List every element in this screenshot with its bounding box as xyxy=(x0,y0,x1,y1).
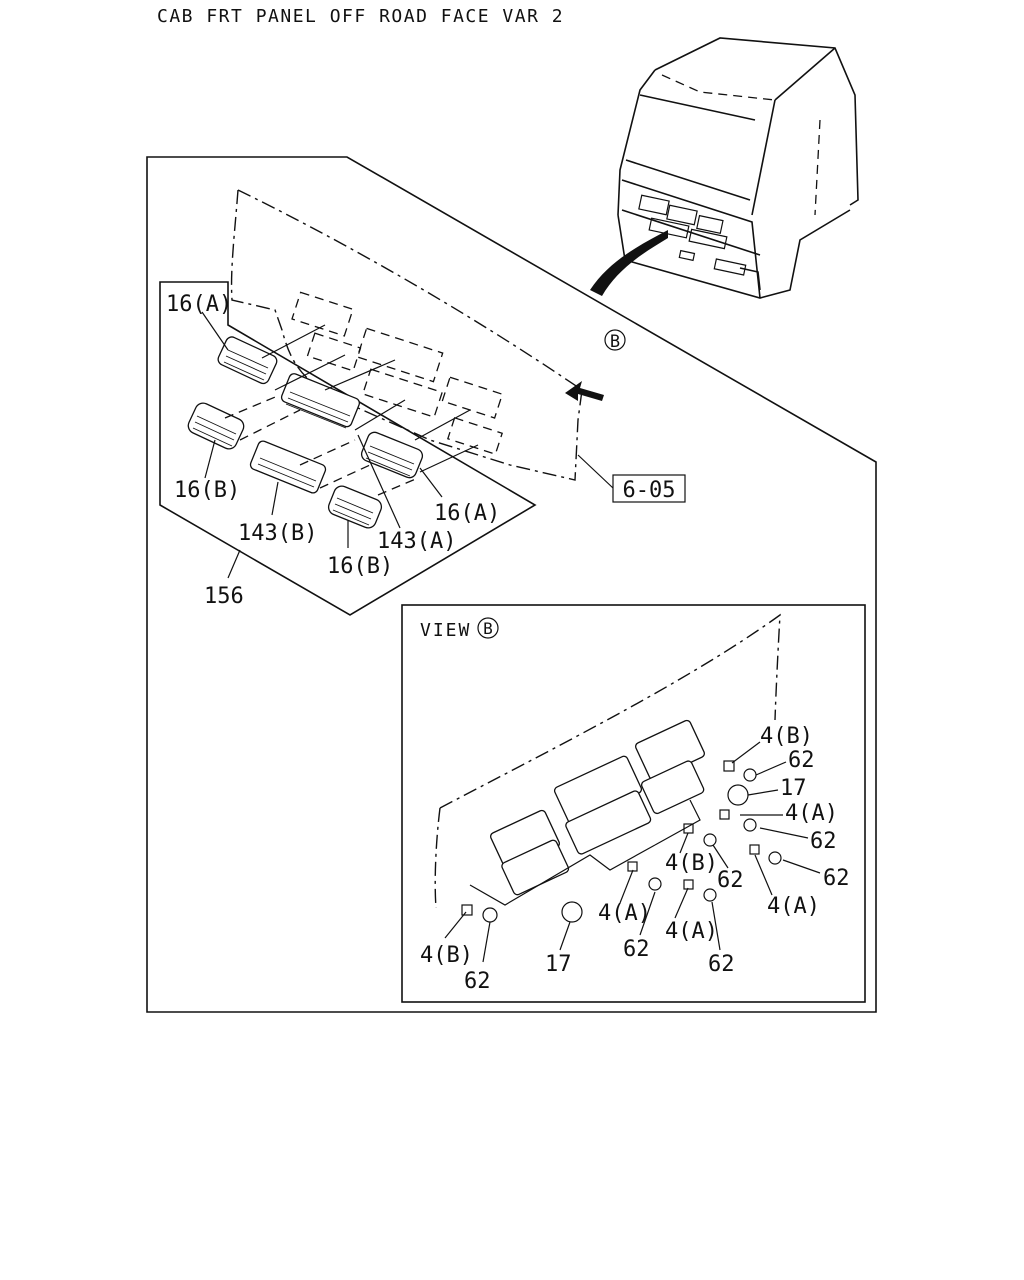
reference-label: 6-05 xyxy=(623,478,676,503)
callout-16b-bottom: 16(B) xyxy=(327,554,393,579)
view-callout-62-right: 62 xyxy=(810,829,837,854)
view-b-inset xyxy=(401,604,866,1003)
grille-16b-bottom xyxy=(327,485,383,529)
reference-box xyxy=(612,474,686,503)
view-callout-62-mid: 62 xyxy=(717,868,744,893)
callout-143b: 143(B) xyxy=(238,521,317,546)
view-callout-62-far-right: 62 xyxy=(823,866,850,891)
cab-illustration xyxy=(617,37,859,299)
diagram-title: CAB FRT PANEL OFF ROAD FACE VAR 2 xyxy=(157,6,564,27)
view-b-marker-circle xyxy=(604,329,626,351)
view-b-marker: B xyxy=(610,332,620,352)
view-b-leaders xyxy=(444,741,821,963)
view-callout-62-left: 62 xyxy=(464,969,491,994)
grille-16a-right xyxy=(360,431,424,479)
callout-156: 156 xyxy=(204,584,244,609)
view-callout-62-top: 62 xyxy=(788,748,815,773)
view-callout-4b-top: 4(B) xyxy=(760,724,813,749)
view-callout-62-bottom-right: 62 xyxy=(708,952,735,977)
main-leaders xyxy=(201,311,443,579)
view-b-title-marker: B xyxy=(483,619,493,638)
view-b-title: VIEW xyxy=(420,620,471,641)
front-panel-outline xyxy=(230,189,583,481)
callout-16a-right: 16(A) xyxy=(434,501,500,526)
callout-143a: 143(A) xyxy=(377,529,456,554)
grille-143a-top xyxy=(280,373,360,429)
view-b-arrow xyxy=(565,381,604,401)
view-callout-17-bottom: 17 xyxy=(545,952,572,977)
view-callout-4a-mid: 4(A) xyxy=(665,919,718,944)
kit-frame xyxy=(159,281,537,616)
callout-16b-left: 16(B) xyxy=(174,478,240,503)
grille-16b-left xyxy=(187,402,245,450)
view-callout-4a-right: 4(A) xyxy=(785,801,838,826)
projection-lines xyxy=(224,324,479,496)
view-callout-62-bottom-mid: 62 xyxy=(623,937,650,962)
callout-16a-top: 16(A) xyxy=(166,292,232,317)
reference-leader xyxy=(577,454,614,489)
view-callout-17-right: 17 xyxy=(780,776,807,801)
main-frame xyxy=(146,156,877,1013)
view-b-panel xyxy=(434,613,782,923)
view-callout-4a-mid-left: 4(A) xyxy=(598,901,651,926)
view-b-title-circle xyxy=(477,617,499,639)
view-callout-4b-mid: 4(B) xyxy=(665,851,718,876)
location-arrow xyxy=(590,230,668,296)
grille-143b xyxy=(249,440,327,494)
view-callout-4a-far-right: 4(A) xyxy=(767,894,820,919)
view-callout-4b-left: 4(B) xyxy=(420,943,473,968)
grille-16a-top xyxy=(217,336,278,385)
